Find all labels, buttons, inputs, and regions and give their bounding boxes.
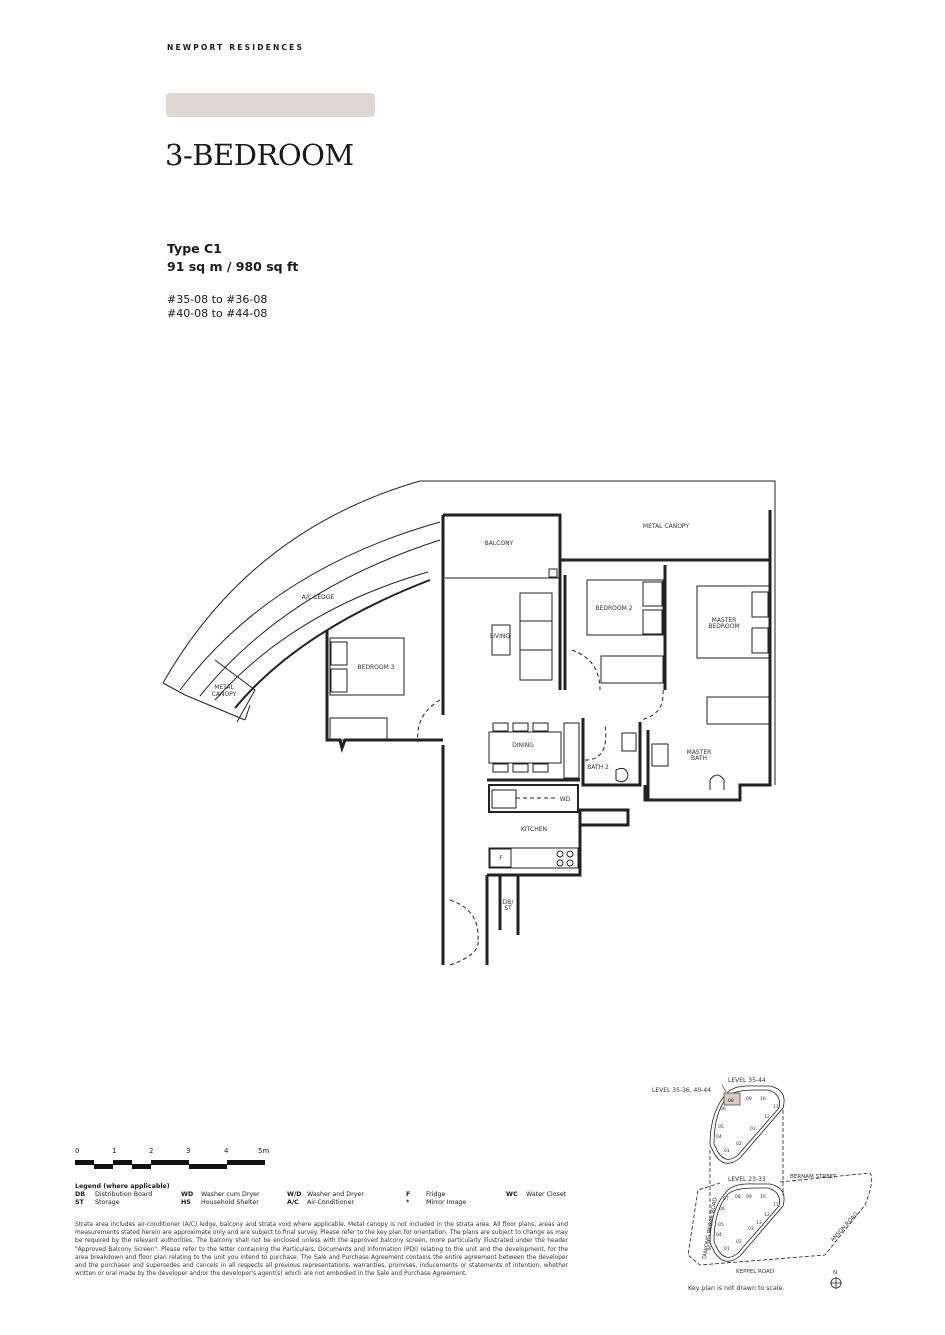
legend: Legend (where applicable) DB Distribution…	[75, 1183, 575, 1213]
unit-number: 04	[716, 1232, 722, 1238]
label-master-bedroom: MASTER	[712, 617, 737, 624]
legend-text: Washer and Dryer	[307, 1191, 364, 1198]
disclaimer: Strata area includes air-conditioner (A/…	[75, 1222, 568, 1278]
label-bath-2: BATH 2	[587, 764, 609, 771]
unit-number: 06	[719, 1206, 725, 1212]
unit-number: 09	[746, 1096, 752, 1102]
key-level-lower: LEVEL 23-33	[728, 1176, 766, 1183]
unit-number: 08	[735, 1194, 741, 1200]
key-plan: LEVEL 35-44 LEVEL 35-36, 40-44 LEVEL 23-…	[652, 1077, 873, 1292]
scale-tick: 4	[224, 1147, 229, 1155]
unit-number: 06	[720, 1106, 726, 1112]
label-living: LIVING	[490, 633, 510, 640]
unit-number: 04	[716, 1134, 722, 1140]
floor-plan: METAL CANOPY BALCONY A/C LEDGE BEDROOM 2…	[162, 480, 776, 966]
unit-number: 12	[764, 1114, 770, 1120]
unit-type: Type C1	[167, 241, 222, 256]
scale-tick: 3	[186, 1147, 191, 1155]
unit-area: 91 sq m / 980 sq ft	[167, 259, 299, 274]
label-db-st: DB/	[503, 899, 515, 906]
label-metal-canopy: METAL CANOPY	[643, 523, 690, 530]
legend-abbr: F	[406, 1191, 411, 1198]
legend-abbr: HS	[181, 1199, 191, 1206]
unit-info: Type C1 91 sq m / 980 sq ft	[167, 240, 298, 276]
accent-bar	[166, 93, 375, 117]
unit-number: 03	[750, 1126, 756, 1132]
legend-abbr: ST	[75, 1199, 84, 1206]
unit-number: 01	[724, 1148, 730, 1154]
unit-number: 10	[760, 1096, 766, 1102]
unit-stacks: #35-08 to #36-08 #40-08 to #44-08	[167, 293, 267, 321]
legend-text: Fridge	[426, 1191, 446, 1198]
label-fridge: F	[499, 855, 503, 862]
unit-number: 01	[724, 1246, 730, 1252]
stack-range: #40-08 to #44-08	[167, 307, 268, 320]
road-label: KEPPEL ROAD	[736, 1269, 774, 1275]
key-plan-note: Key plan is not drawn to scale.	[688, 1285, 785, 1292]
scale-tick: 0	[75, 1147, 80, 1155]
label-master-bath: BATH	[691, 755, 707, 762]
legend-abbr: WD	[181, 1191, 194, 1198]
legend-abbr: DB	[75, 1191, 86, 1198]
unit-number: 12	[764, 1212, 770, 1218]
legend-heading: Legend (where applicable)	[75, 1183, 170, 1190]
label-db-st: ST	[504, 905, 512, 912]
scale-tick: 1	[112, 1147, 117, 1155]
legend-text: Household Shelter	[201, 1199, 259, 1206]
unit-number: 05	[718, 1124, 724, 1130]
label-master-bath: MASTER	[687, 749, 712, 756]
legend-abbr: WC	[506, 1191, 518, 1198]
label-kitchen: KITCHEN	[521, 826, 547, 833]
legend-abbr: A/C	[287, 1199, 299, 1206]
stack-range: #35-08 to #36-08	[167, 293, 268, 306]
legend-text: Water Closet	[526, 1191, 567, 1198]
legend-text: Air-Conditioner	[307, 1199, 355, 1206]
label-bedroom-2: BEDROOM 2	[595, 605, 632, 612]
unit-number: 09	[746, 1194, 752, 1200]
legend-text: Distribution Board	[95, 1191, 153, 1198]
label-ac-ledge: A/C LEDGE	[302, 594, 335, 601]
label-metal-canopy-left: CANOPY	[212, 691, 237, 698]
legend-abbr: W/D	[287, 1191, 302, 1198]
road-label: ANSON ROAD	[830, 1211, 860, 1243]
scale-tick: 5m	[258, 1147, 270, 1155]
label-metal-canopy-left: METAL	[214, 684, 234, 691]
unit-number: 03	[748, 1226, 754, 1232]
brand-name: NEWPORT RESIDENCES	[167, 43, 305, 52]
label-master-bedroom: BEDROOM	[708, 623, 739, 630]
key-level-highlight: LEVEL 35-36, 40-44	[652, 1087, 711, 1094]
legend-text: Washer cum Dryer	[201, 1191, 260, 1198]
unit-number: 05	[718, 1222, 724, 1228]
legend-abbr: *	[406, 1199, 410, 1206]
road-label: BERNAM STREET	[790, 1174, 837, 1180]
unit-number: 10	[760, 1194, 766, 1200]
label-balcony: BALCONY	[485, 540, 514, 547]
page-title: 3-BEDROOM	[165, 138, 354, 172]
unit-number: 11	[773, 1202, 779, 1208]
unit-number: 02	[736, 1239, 742, 1245]
legend-text: Mirror Image	[426, 1199, 467, 1206]
label-dining: DINING	[512, 742, 534, 749]
key-level-upper: LEVEL 35-44	[728, 1077, 766, 1084]
north-label: N	[833, 1270, 837, 1276]
unit-number: 08	[728, 1098, 734, 1104]
road-label: TANJONG PAGAR ROAD	[702, 1197, 719, 1261]
room-labels: METAL CANOPY BALCONY A/C LEDGE BEDROOM 2…	[212, 523, 740, 912]
unit-number: 11	[773, 1104, 779, 1110]
unit-number: 13	[756, 1220, 762, 1226]
scale-tick: 2	[149, 1147, 154, 1155]
label-wd: WD	[560, 796, 571, 803]
label-bedroom-3: BEDROOM 3	[357, 664, 394, 671]
unit-number: 02	[736, 1141, 742, 1147]
legend-text: Storage	[95, 1199, 120, 1206]
unit-number: 07	[723, 1196, 729, 1202]
